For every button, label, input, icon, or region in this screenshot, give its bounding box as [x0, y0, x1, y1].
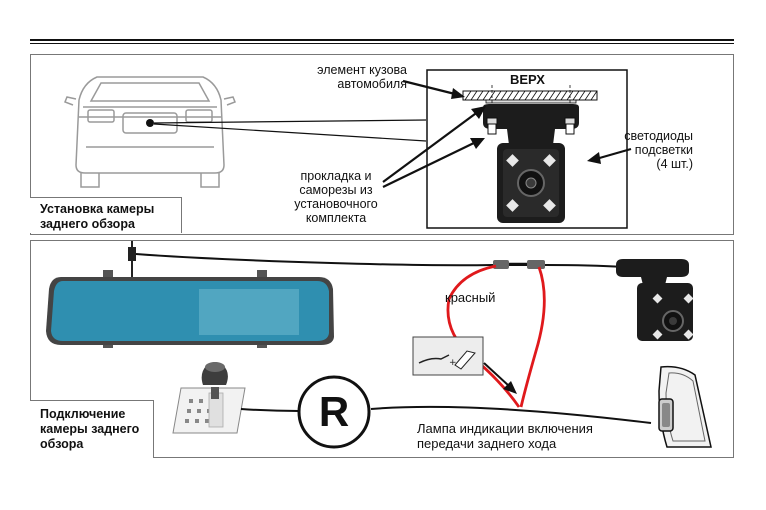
install-illustration	[64, 69, 632, 229]
red-wire-label: красный	[445, 290, 496, 305]
red-wire-return	[519, 266, 546, 408]
camera-mount-point	[146, 119, 154, 127]
rear-camera-body	[637, 283, 693, 341]
screw-left	[486, 117, 498, 135]
gear-shifter-icon	[172, 362, 246, 434]
cable-coupler	[493, 260, 509, 269]
gasket-screws-label: прокладка и саморезы из установочного ко…	[294, 169, 378, 225]
screw-right	[564, 117, 576, 135]
header-thick-rule	[30, 39, 734, 41]
camera-bracket	[616, 259, 689, 285]
top-label: ВЕРХ	[510, 72, 545, 87]
mirror-screen	[51, 281, 329, 341]
install-panel: элемент кузова автомобиля ВЕРХ светодиод…	[30, 54, 734, 235]
body-element-label: элемент кузова автомобиля	[317, 63, 407, 91]
reverse-symbol: R	[318, 388, 350, 435]
red-wire	[446, 264, 521, 408]
header-thin-rule	[30, 43, 734, 44]
shifter-wire	[240, 408, 300, 412]
wire-splice-inset: +	[412, 336, 484, 376]
video-cable	[135, 253, 624, 268]
mount-bracket	[483, 104, 579, 145]
lamp-wire	[370, 405, 652, 424]
svg-text:+: +	[449, 358, 457, 368]
install-caption: Установка камеры заднего обзора	[30, 197, 182, 233]
mirror-plug-icon	[128, 241, 136, 277]
car-rear-icon	[64, 76, 236, 188]
reverse-lamp-label: Лампа индикации включения передачи задне…	[417, 421, 593, 451]
reverse-circle	[297, 375, 371, 449]
led-label: светодиоды подсветки (4 шт.)	[624, 129, 693, 171]
wiring-illustration: +	[46, 241, 712, 449]
connect-panel: + красный R	[30, 240, 734, 458]
tail-lamp-icon	[658, 365, 712, 448]
connect-caption: Подключение камеры заднего обзора	[30, 400, 154, 458]
